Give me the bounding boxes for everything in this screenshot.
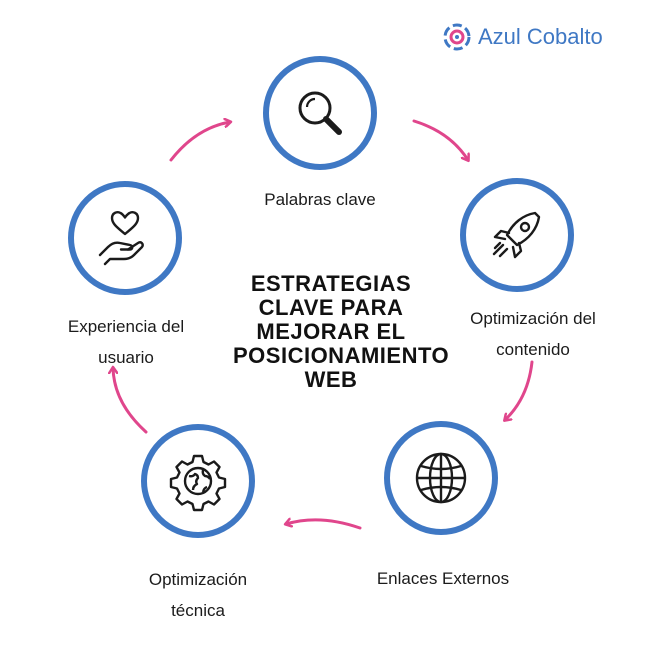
arrow-top-left [169, 122, 230, 162]
rocket-icon [492, 211, 541, 259]
step-keywords-label: Palabras clave [264, 190, 376, 209]
gear-globe-icon [169, 454, 227, 512]
cobalt-ring-logo-icon [443, 23, 471, 51]
brand-name: Azul Cobalto [478, 24, 603, 49]
step-technical-circle [141, 424, 255, 538]
globe-icon [415, 452, 467, 504]
arrow-left [113, 368, 148, 434]
arrow-right [505, 360, 534, 420]
diagram-center-title: ESTRATEGIAS CLAVE PARA MEJORAR EL POSICI… [233, 271, 450, 392]
step-content-label: Optimización del contenido [470, 309, 596, 359]
step-content-circle [460, 178, 574, 292]
brand-logo: Azul Cobalto [442, 22, 603, 52]
magnifier-icon [298, 91, 342, 135]
step-technical-label: Optimización técnica [148, 570, 248, 620]
heart-hand-icon [98, 211, 144, 266]
step-external-links-label: Enlaces Externos [376, 569, 510, 588]
step-external-links-circle [384, 421, 498, 535]
step-keywords-circle [263, 56, 377, 170]
step-user-experience-circle [68, 181, 182, 295]
step-user-experience-label: Experiencia del usuario [67, 317, 185, 367]
arrow-bottom [286, 520, 362, 530]
arrow-top-right [412, 119, 468, 160]
